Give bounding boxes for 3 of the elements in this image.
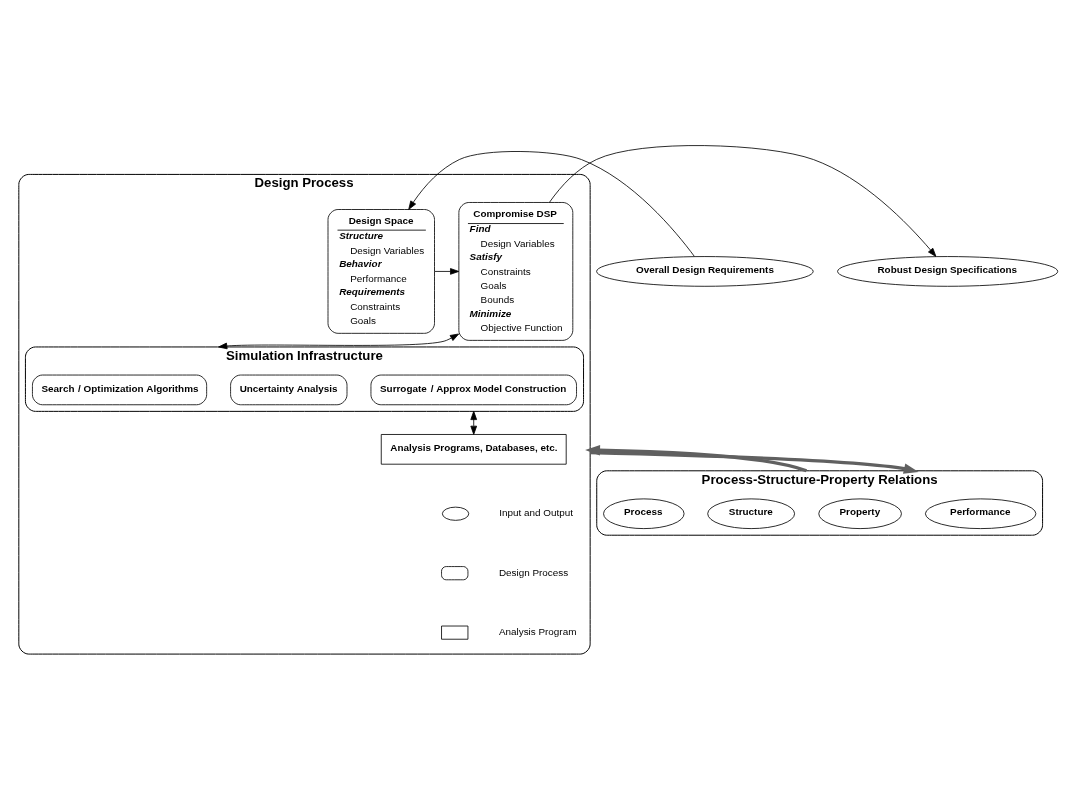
legend-label: Input and Output [499,507,574,519]
legend-label: Design Process [498,566,569,578]
legend-label: Analysis Program [498,626,577,638]
